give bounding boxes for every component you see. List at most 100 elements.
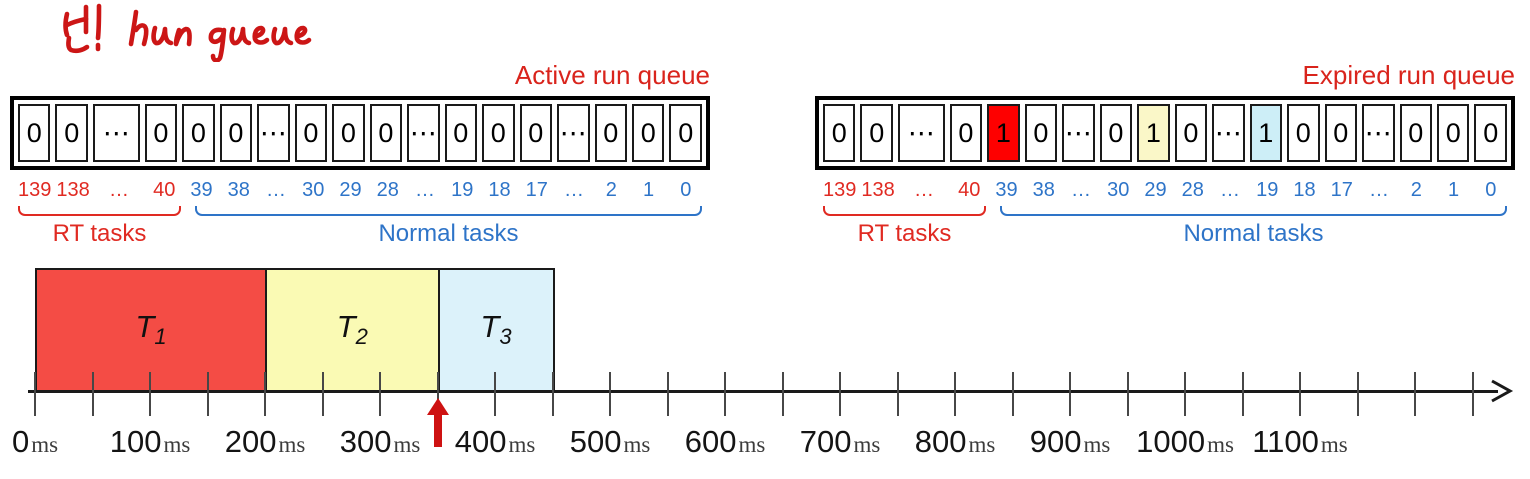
axis-tick	[34, 372, 36, 416]
axis-label-unit: ms	[853, 432, 881, 457]
axis-label-value: 900	[1029, 424, 1082, 459]
axis-tick	[91, 372, 94, 416]
axis-label-unit: ms	[163, 432, 191, 457]
axis-label-unit: ms	[1320, 432, 1348, 457]
priority-index: 39	[190, 179, 213, 201]
axis-tick	[1299, 372, 1301, 416]
priority-index: …	[266, 179, 287, 201]
axis-label: 100ms	[110, 424, 191, 460]
axis-tick	[1471, 372, 1474, 416]
task-label: T3	[480, 309, 512, 350]
axis-label-value: 1100	[1252, 424, 1319, 459]
bitmap-cell: 0	[594, 104, 627, 162]
priority-index: 29	[339, 179, 362, 201]
task-block: T2	[265, 268, 440, 392]
priority-index: …	[108, 179, 129, 201]
axis-tick	[1356, 372, 1359, 416]
axis-label: 900ms	[1030, 424, 1111, 460]
axis-label: 600ms	[685, 424, 766, 460]
axis-label-unit: ms	[31, 432, 59, 457]
axis-tick	[551, 372, 554, 416]
axis-label-unit: ms	[623, 432, 651, 457]
bitmap-cell: 0	[1474, 104, 1507, 162]
priority-index: …	[564, 179, 585, 201]
task-block: T3	[437, 268, 555, 392]
axis-label: 700ms	[800, 424, 881, 460]
priority-index: 30	[302, 179, 325, 201]
axis-label-unit: ms	[508, 432, 536, 457]
axis-tick	[149, 372, 151, 416]
bitmap-cell: 0	[1024, 104, 1058, 162]
axis-tick	[896, 372, 899, 416]
bitmap-cell: 1	[987, 104, 1020, 162]
priority-index: 18	[488, 179, 511, 201]
priority-index: 138	[861, 179, 895, 201]
axis-tick	[1184, 372, 1186, 416]
priority-index: …	[1369, 179, 1390, 201]
priority-index: 38	[227, 179, 250, 201]
bitmap-cell: 0	[182, 104, 215, 162]
priority-index: …	[415, 179, 436, 201]
bitmap-cell: ⋯	[1062, 104, 1095, 162]
bitmap-cell: ⋯	[1212, 104, 1245, 162]
bitmap-cell: 0	[332, 104, 365, 162]
bitmap-cell: ⋯	[557, 104, 590, 162]
axis-label-value: 600	[684, 424, 737, 459]
axis-tick	[954, 372, 956, 416]
active-task-groups: RT tasks Normal tasks	[10, 206, 710, 248]
bitmap-cell: 0	[369, 104, 403, 162]
bitmap-cell: 0	[55, 104, 88, 162]
axis-label: 1100ms	[1252, 424, 1348, 460]
axis-tick	[1011, 372, 1014, 416]
bitmap-cell: ⋯	[897, 104, 945, 162]
task-group: RT tasks	[823, 206, 986, 248]
priority-index: …	[913, 179, 934, 201]
priority-index: 30	[1107, 179, 1130, 201]
bitmap-cell: 0	[1174, 104, 1208, 162]
axis-label: 200ms	[225, 424, 306, 460]
axis-label-value: 1000	[1136, 424, 1206, 459]
bitmap-cell: 0	[444, 104, 478, 162]
axis-tick	[264, 372, 266, 416]
axis-label-unit: ms	[278, 432, 306, 457]
time-axis	[28, 390, 1498, 393]
bitmap-cell: 0	[294, 104, 328, 162]
group-label: RT tasks	[52, 220, 147, 247]
priority-index: 17	[1330, 179, 1353, 201]
axis-label-value: 300	[339, 424, 392, 459]
bitmap-cell: 1	[1137, 104, 1170, 162]
axis-label: 0ms	[12, 424, 58, 460]
axis-label-unit: ms	[968, 432, 996, 457]
group-label: Normal tasks	[1183, 220, 1324, 247]
priority-index: 40	[153, 179, 176, 201]
axis-tick	[839, 372, 841, 416]
bitmap-cell: 1	[1249, 104, 1283, 162]
priority-index: …	[1220, 179, 1241, 201]
bitmap-cell: ⋯	[407, 104, 440, 162]
priority-index: 2	[605, 179, 617, 201]
priority-index: …	[1071, 179, 1092, 201]
axis-label-unit: ms	[1207, 432, 1234, 457]
axis-tick	[321, 372, 324, 416]
priority-index: 18	[1293, 179, 1316, 201]
active-run-queue-title: Active run queue	[514, 60, 710, 90]
bitmap-cell: 0	[219, 104, 253, 162]
axis-label: 500ms	[570, 424, 651, 460]
bitmap-cell: 0	[823, 104, 856, 162]
bitmap-cell: 0	[482, 104, 515, 162]
bitmap-cell: 0	[519, 104, 553, 162]
group-label: Normal tasks	[378, 220, 519, 247]
task-group: Normal tasks	[194, 206, 702, 248]
group-bracket	[823, 206, 986, 216]
bitmap-cell: 0	[1099, 104, 1133, 162]
axis-arrowhead-icon	[1491, 379, 1514, 403]
task-label: T1	[135, 309, 167, 350]
cursor-arrow-stem	[433, 415, 442, 447]
priority-index: 138	[56, 179, 90, 201]
priority-index: 17	[525, 179, 548, 201]
group-label: RT tasks	[857, 220, 952, 247]
axis-label: 300ms	[340, 424, 421, 460]
